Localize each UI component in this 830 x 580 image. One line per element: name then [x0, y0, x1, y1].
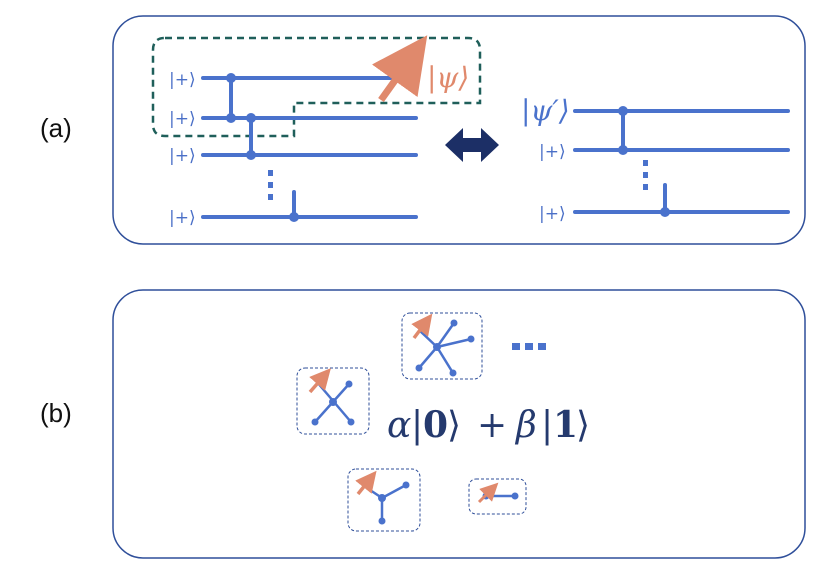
panel-a-frame — [112, 15, 806, 245]
vdots-right — [643, 160, 648, 190]
qubit-arrow-icon — [411, 313, 433, 340]
formula-bracket-1: ⟩ — [576, 405, 590, 446]
panel-b-frame — [112, 289, 806, 559]
psi-label: |ψ⟩ — [427, 61, 469, 94]
formula-zero: 0 — [423, 404, 448, 446]
formula-bracket-0: ⟩ — [447, 405, 461, 446]
left-circuit — [201, 76, 418, 219]
graph-state-x — [296, 367, 370, 435]
gate-dot — [246, 113, 256, 123]
ket-plus-1: |+⟩ — [169, 70, 196, 90]
graph-state-edge — [468, 478, 527, 515]
psi-arrow-icon — [371, 35, 428, 103]
ket-plus-right-3: |+⟩ — [539, 204, 566, 224]
gate-dot — [660, 207, 670, 217]
qubit-arrow-icon — [355, 470, 377, 496]
ket-plus-2: |+⟩ — [169, 109, 196, 129]
formula-plus: + — [477, 405, 507, 446]
formula-beta: β — [514, 405, 537, 446]
gate-dot — [226, 73, 236, 83]
gate-dot — [618, 145, 628, 155]
formula-one: 1 — [553, 404, 578, 446]
gate-dot — [226, 113, 236, 123]
vdots-left — [268, 170, 273, 200]
superposition-formula: α | 0 ⟩ + β | 1 ⟩ — [387, 404, 590, 446]
ket-plus-right-2: |+⟩ — [539, 142, 566, 162]
graph-state-y — [347, 468, 421, 532]
qubit-arrow-icon — [308, 368, 331, 394]
gate-dot — [289, 212, 299, 222]
formula-bar-0: | — [411, 405, 423, 446]
formula-alpha: α — [387, 405, 411, 446]
panel-label-a: (a) — [40, 113, 72, 143]
formula-bar-1: | — [541, 405, 553, 446]
ket-plus-3: |+⟩ — [169, 146, 196, 166]
psi-prime-label: |ψ′⟩ — [521, 94, 570, 127]
gate-dot — [618, 106, 628, 116]
ket-plus-4: |+⟩ — [169, 208, 196, 228]
gate-dot — [246, 150, 256, 160]
qubit-arrow-icon — [477, 482, 499, 504]
double-headed-arrow-icon — [445, 128, 499, 162]
dashed-highlight-region — [151, 36, 482, 138]
right-circuit — [573, 109, 790, 214]
more-graphs-ellipsis — [512, 343, 546, 350]
graph-state-star-five — [401, 312, 483, 380]
panel-label-b: (b) — [40, 398, 72, 428]
